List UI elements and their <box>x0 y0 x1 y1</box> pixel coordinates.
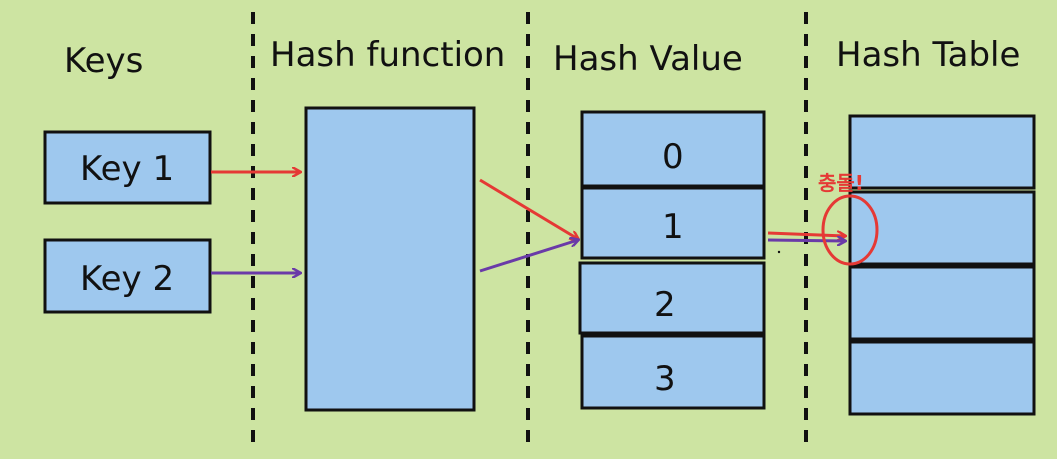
hash-value-label-1: 1 <box>662 207 684 247</box>
column-title-hash-table: Hash Table <box>836 35 1020 75</box>
hash-value-label-2: 2 <box>654 285 676 325</box>
arrow-function-to-value-purple <box>479 240 578 273</box>
hash-table-slot-0 <box>848 114 1036 190</box>
hash-value-cell-1 <box>580 186 766 260</box>
column-title-keys: Keys <box>64 41 143 81</box>
arrow-value-to-table-red <box>767 233 845 236</box>
hash-value-cell-3 <box>580 334 766 410</box>
collision-label: 충돌! <box>818 171 864 195</box>
hash-table-slot-2 <box>848 265 1036 341</box>
arrow-function-to-value-red <box>479 178 578 239</box>
key-box-1 <box>43 130 212 205</box>
hash-function-box <box>304 106 476 412</box>
arrow-value-to-table-purple <box>767 240 845 241</box>
column-title-hash-value: Hash Value <box>553 39 743 79</box>
hash-value-cell-0 <box>580 110 766 188</box>
collision-circle <box>821 194 879 266</box>
key-box-2 <box>43 238 212 314</box>
hash-table-slot-3 <box>848 340 1036 416</box>
hash-value-label-0: 0 <box>662 137 684 177</box>
key-label-1: Key 1 <box>80 149 174 189</box>
hash-table-slot-1 <box>848 190 1036 266</box>
key-label-2: Key 2 <box>80 259 174 299</box>
hash-value-label-3: 3 <box>654 359 676 399</box>
hash-value-cell-2 <box>578 261 766 335</box>
column-title-hash-function: Hash function <box>270 35 505 75</box>
stray-dot <box>777 250 781 254</box>
